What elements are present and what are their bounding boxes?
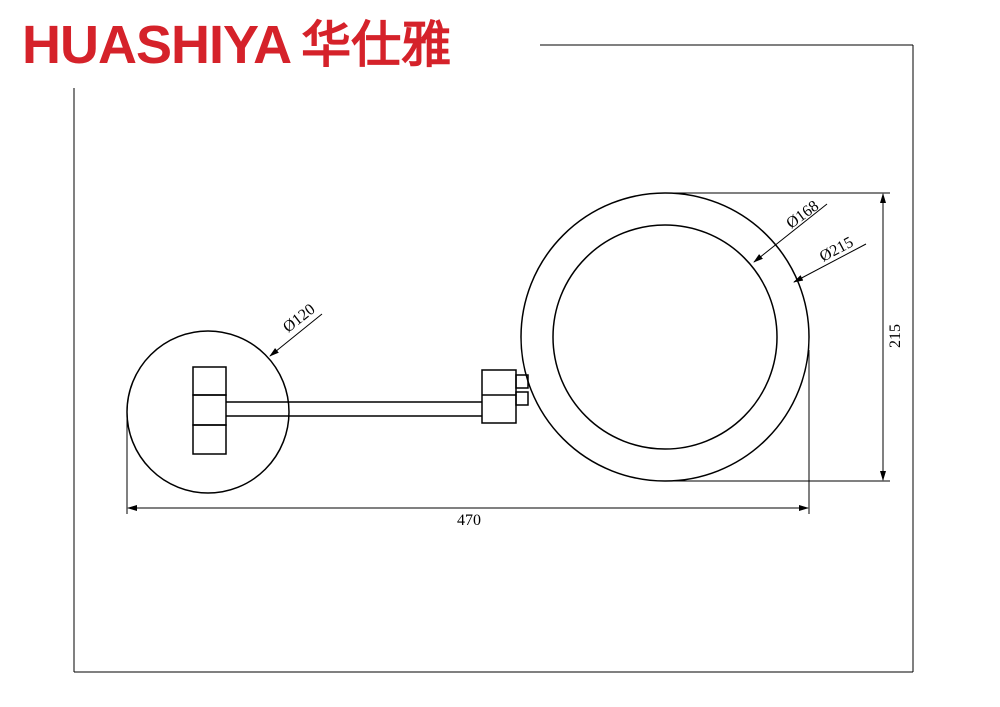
wall-base-circle [126,330,290,494]
brand-name-chinese: 华仕雅 [301,16,452,74]
length-label: 470 [457,512,481,529]
diameter-leaders [269,203,867,357]
height-label: 215 [887,324,904,348]
height-dimension [665,192,890,482]
outer-diameter-label: Ø215 [817,234,856,266]
brand-logo: HUASHIYA 华仕雅 [22,14,451,76]
swivel-joint [481,369,529,424]
base-diameter-label: Ø120 [280,301,318,336]
drawing-frame [73,44,914,673]
inner-diameter-label: Ø168 [783,198,822,233]
mirror-inner-circle [552,224,778,450]
mirror-arm [226,401,482,417]
brand-name-latin: HUASHIYA [22,15,292,75]
mirror-outer-circle [520,192,810,482]
base-mount-blocks [192,366,227,455]
length-dimension [126,350,810,514]
